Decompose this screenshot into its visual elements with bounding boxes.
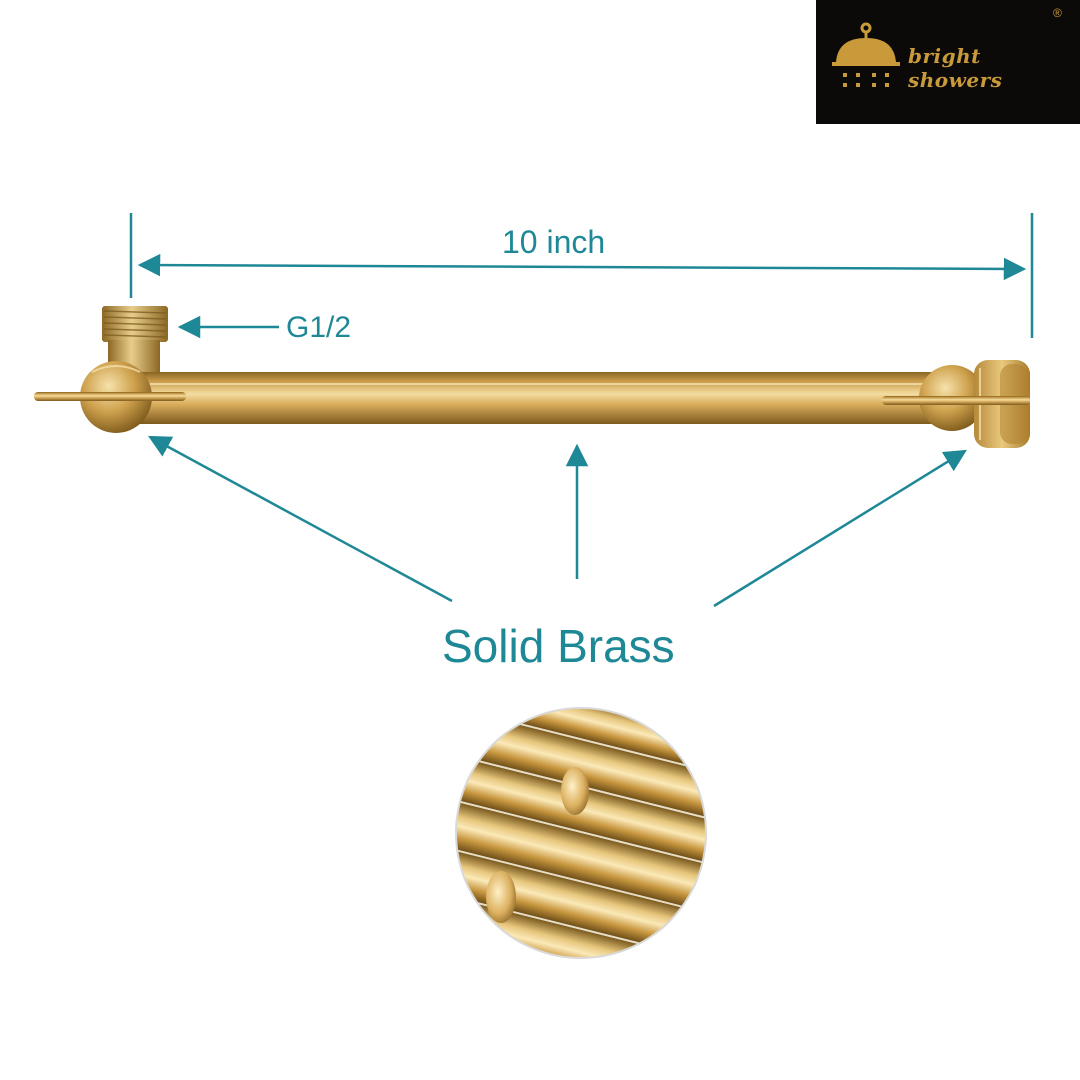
right-locking-pin [882, 396, 1030, 405]
brass-rods-image [457, 709, 705, 957]
thread-size-label: G1/2 [286, 311, 352, 344]
brass-closeup-inset [455, 707, 707, 959]
material-arrow-left [148, 435, 453, 603]
registered-mark: ® [1053, 6, 1062, 20]
brand-logo: bright showers ® [816, 0, 1080, 124]
length-label: 10 inch [502, 224, 606, 260]
material-label: Solid Brass [442, 620, 675, 672]
brand-name: bright showers [908, 44, 1003, 92]
dimension-line [137, 253, 1027, 281]
left-locking-pin [34, 392, 186, 401]
shower-arm [34, 306, 1030, 448]
shower-head-icon [832, 22, 900, 87]
arm-pipe [120, 372, 950, 424]
material-arrow-right [713, 449, 967, 608]
